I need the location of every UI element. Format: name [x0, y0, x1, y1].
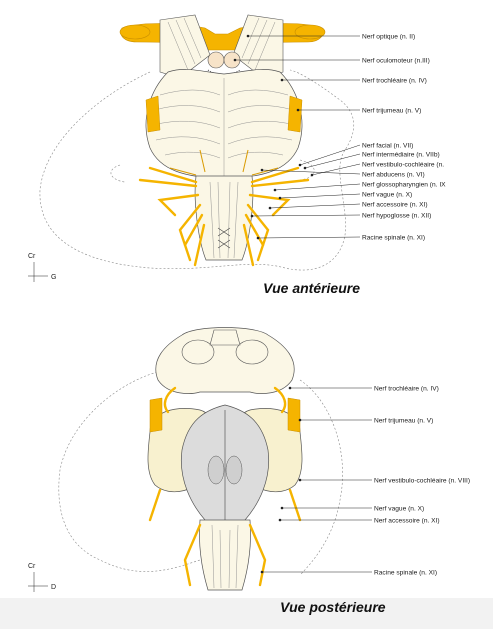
- posterior-leaders: [260, 386, 372, 574]
- label-posterior-nerf-accessoire: Nerf accessoire (n. XI): [374, 518, 440, 525]
- superior-colliculus-right: [235, 339, 269, 365]
- footer-bar: [0, 598, 493, 629]
- posterior-medulla-striations: [211, 524, 239, 589]
- label-nerf-optique: Nerf optique (n. II): [362, 34, 415, 41]
- label-posterior-nerf-vague: Nerf vague (n. X): [374, 506, 424, 513]
- trigeminal-nerve-left: [145, 95, 161, 133]
- label-nerf-trijumeau: Nerf trijumeau (n. V): [362, 108, 421, 115]
- label-nerf-intermediaire: Nerf intermédiaire (n. VIIb): [362, 152, 440, 159]
- anterior-view-title: Vue antérieure: [263, 280, 360, 296]
- anterior-cerebellum-inner-outline: [110, 159, 315, 183]
- posterior-view-title: Vue postérieure: [280, 599, 386, 615]
- anterior-axis-left: G: [51, 274, 56, 281]
- label-nerf-vague: Nerf vague (n. X): [362, 192, 412, 199]
- label-nerf-vestibulo-cochleaire: Nerf vestibulo-cochléaire (n.: [362, 162, 444, 169]
- anterior-leaders: [233, 34, 361, 240]
- superior-colliculus-left: [181, 339, 215, 365]
- anterior-medulla: [194, 175, 254, 261]
- facial-colliculus-right: [225, 455, 243, 485]
- posterior-axis-right: D: [51, 584, 56, 591]
- label-nerf-trochleaire: Nerf trochléaire (n. IV): [362, 78, 427, 85]
- label-nerf-facial: Nerf facial (n. VII): [362, 143, 413, 150]
- interpeduncular-dots: [207, 69, 241, 76]
- posterior-view: Nerf trochléaire (n. IV) Nerf trijumeau …: [28, 327, 470, 615]
- posterior-medulla: [199, 519, 251, 591]
- optic-nerve-left: [119, 24, 151, 40]
- anterior-lower-cranial-nerves: [138, 166, 310, 267]
- posterior-labels: Nerf trochléaire (n. IV) Nerf trijumeau …: [374, 386, 470, 577]
- optic-nerve-right: [294, 24, 326, 40]
- label-racine-spinale: Racine spinale (n. XI): [362, 235, 425, 242]
- pineal-region: [209, 329, 241, 346]
- trigeminal-nerve-right: [287, 95, 303, 133]
- anterior-nerve-rootlets: [169, 149, 279, 176]
- trigeminal-posterior-right: [287, 397, 301, 433]
- anterior-labels: Nerf optique (n. II) Nerf oculomoteur (n…: [362, 34, 446, 242]
- facial-colliculus-left: [207, 455, 225, 485]
- label-nerf-hypoglosse: Nerf hypoglosse (n. XII): [362, 213, 431, 220]
- posterior-orientation-axes: Cr D: [28, 563, 56, 592]
- label-posterior-nerf-vestibulo-cochleaire: Nerf vestibulo-cochléaire (n. VIII): [374, 478, 470, 485]
- label-nerf-glossopharyngien: Nerf glossopharyngien (n. IX: [362, 182, 446, 189]
- mammillary-body-left: [207, 51, 225, 69]
- label-posterior-nerf-trijumeau: Nerf trijumeau (n. V): [374, 418, 433, 425]
- label-nerf-oculomoteur: Nerf oculomoteur (n.III): [362, 58, 430, 65]
- optic-chiasm: [120, 23, 324, 51]
- pons-striations: [152, 78, 296, 176]
- label-posterior-nerf-trochleaire: Nerf trochléaire (n. IV): [374, 386, 439, 393]
- label-nerf-abducens: Nerf abducens (n. VI): [362, 172, 425, 179]
- anterior-view: Nerf optique (n. II) Nerf oculomoteur (n…: [28, 14, 446, 296]
- optic-tract-right: [232, 14, 284, 79]
- pyramidal-decussation: [217, 227, 231, 249]
- optic-tract-left: [159, 14, 211, 79]
- label-posterior-racine-spinale: Racine spinale (n. XI): [374, 570, 437, 577]
- posterior-cerebellum-outline: [58, 369, 343, 576]
- optic-tract-striations: [167, 17, 276, 71]
- label-nerf-accessoire: Nerf accessoire (n. XI): [362, 202, 428, 209]
- trigeminal-posterior-left: [149, 397, 163, 433]
- posterior-axis-cranial: Cr: [28, 563, 36, 570]
- anterior-orientation-axes: Cr G: [28, 253, 56, 282]
- anterior-cerebellum-outline: [39, 69, 355, 271]
- anterior-axis-cranial: Cr: [28, 253, 36, 260]
- medulla-striations: [209, 181, 239, 259]
